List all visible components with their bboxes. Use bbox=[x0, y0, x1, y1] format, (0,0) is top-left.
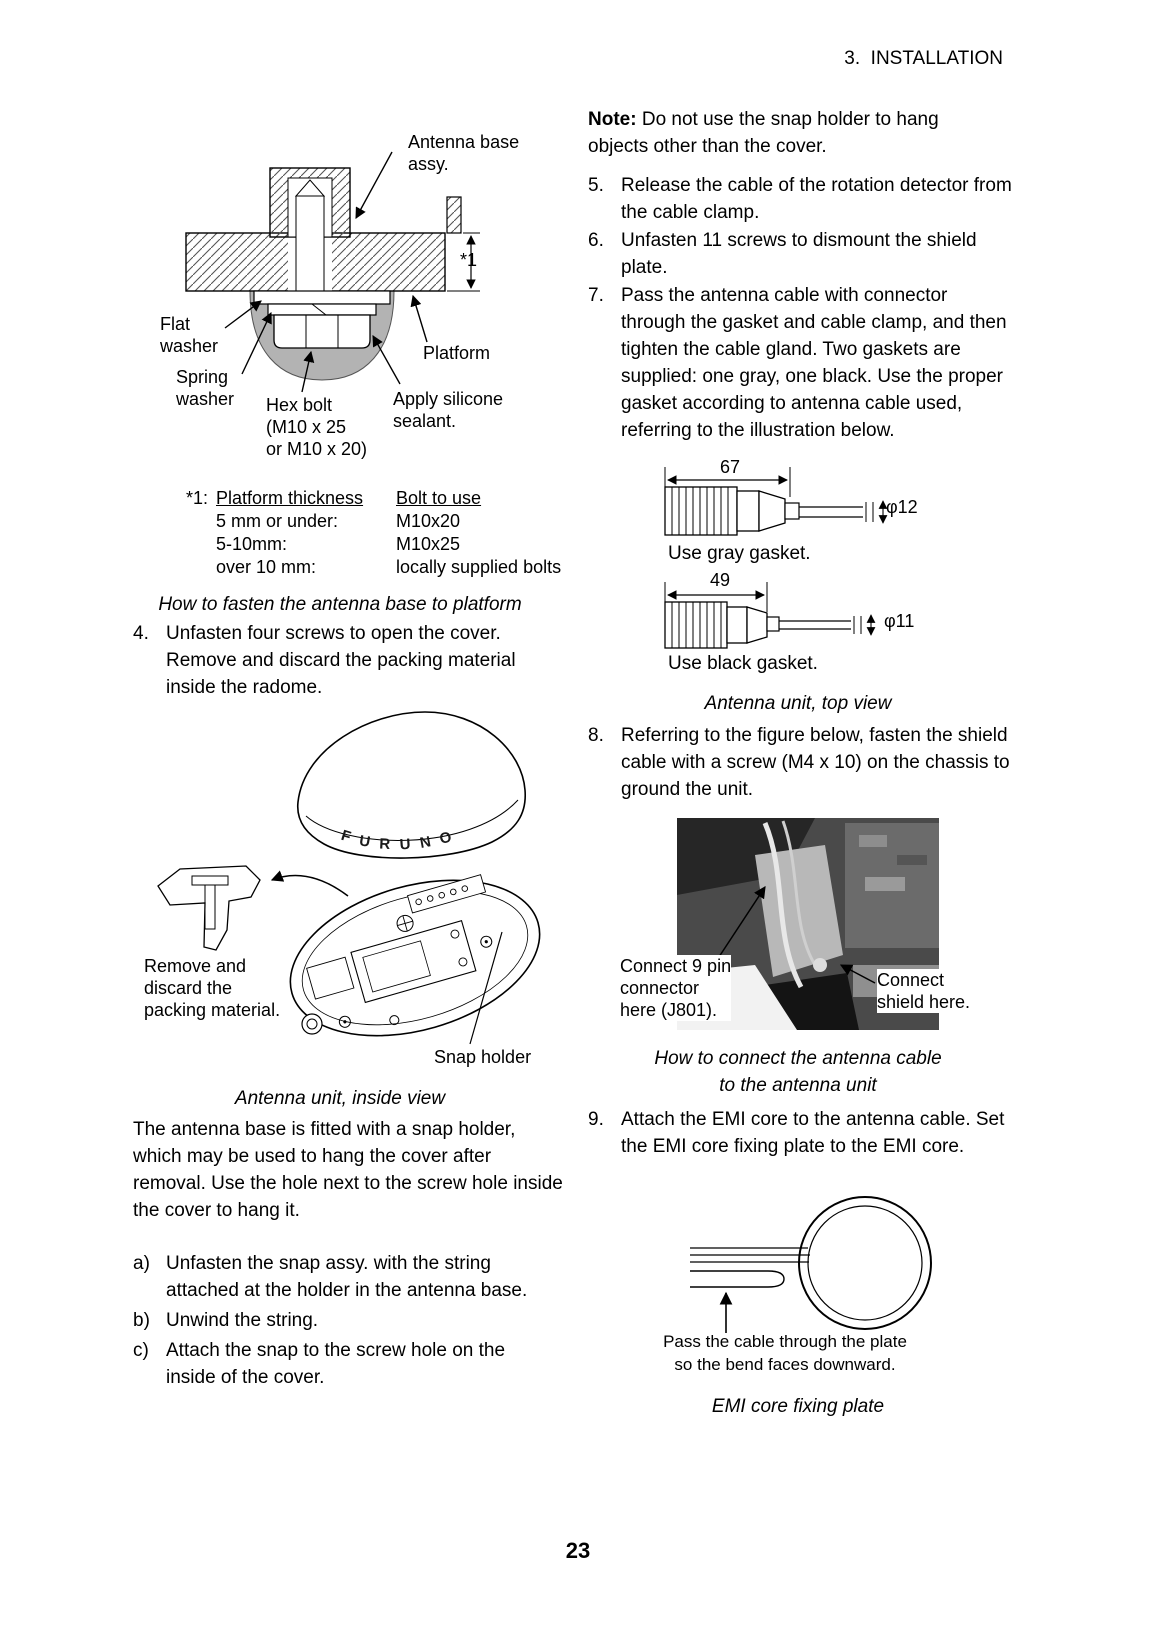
bolt-table-row2-bolt: M10x25 bbox=[396, 534, 461, 554]
substeps-list: a) Unfasten the snap assy. with the stri… bbox=[133, 1250, 563, 1391]
radome-cover-shape bbox=[297, 711, 526, 859]
steps-5-7: 5. Release the cable of the rotation det… bbox=[588, 172, 1018, 444]
page-header: 3. INSTALLATION bbox=[844, 48, 1003, 69]
note-text: Do not use the snap holder to hang objec… bbox=[588, 109, 939, 157]
bolt-table-row1-bolt: M10x20 bbox=[396, 511, 461, 531]
dim-67-label: 67 bbox=[719, 457, 741, 477]
bolt-table-row2-thickness: 5-10mm: bbox=[216, 534, 288, 554]
hex-bolt-shape bbox=[273, 314, 371, 349]
shield-arrow bbox=[839, 964, 876, 984]
label-sealant: Apply silicone sealant. bbox=[393, 389, 504, 431]
step-8-number: 8. bbox=[588, 725, 604, 746]
step-9: 9. Attach the EMI core to the antenna ca… bbox=[588, 1106, 1018, 1160]
step-7: 7. Pass the antenna cable with connector… bbox=[588, 282, 1018, 444]
platform-arrow bbox=[410, 294, 428, 343]
substep-c-label: c) bbox=[133, 1340, 149, 1361]
substep-b-text: Unwind the string. bbox=[166, 1310, 319, 1331]
fig2-caption: Antenna unit, inside view bbox=[234, 1088, 446, 1109]
fig2-antenna-inside-diagram: FURUNO bbox=[157, 711, 541, 1045]
gray-gasket-connector-shape bbox=[664, 467, 888, 536]
step-8: 8. Referring to the figure below, fasten… bbox=[588, 722, 1018, 803]
page-number: 23 bbox=[565, 1538, 591, 1563]
flat-washer-arrow bbox=[224, 300, 262, 329]
fig3-caption: Antenna unit, top view bbox=[704, 693, 892, 714]
step-9-number: 9. bbox=[588, 1109, 604, 1130]
spring-washer-arrow bbox=[241, 311, 272, 375]
substep-a-text: Unfasten the snap assy. with the string … bbox=[166, 1253, 528, 1301]
label-snap-holder: Snap holder bbox=[434, 1047, 532, 1067]
bolt-table-ref: *1: bbox=[186, 488, 209, 508]
fig4-caption: How to connect the antenna cable to the … bbox=[654, 1048, 942, 1096]
step-6: 6. Unfasten 11 screws to dismount the sh… bbox=[588, 227, 1018, 281]
step-4-number: 4. bbox=[133, 623, 149, 644]
substep-b-label: b) bbox=[133, 1310, 150, 1331]
snap-holder-leader bbox=[469, 931, 503, 1045]
bolt-table-col2-header: Bolt to use bbox=[396, 488, 482, 508]
step-7-text: Pass the antenna cable with connector th… bbox=[621, 285, 1007, 441]
dim-49-label: 49 bbox=[709, 570, 731, 590]
removal-arrow bbox=[270, 870, 349, 897]
hex-bolt-arrow bbox=[301, 350, 315, 393]
snap-holder-paragraph: The antenna base is fitted with a snap h… bbox=[133, 1119, 563, 1221]
bolt-table-col1-header: Platform thickness bbox=[216, 488, 364, 508]
label-connect-9pin: Connect 9 pin connector here (J801). bbox=[620, 955, 732, 1021]
antenna-base-arrow bbox=[355, 151, 393, 219]
step-5: 5. Release the cable of the rotation det… bbox=[588, 172, 1018, 226]
bolt-table-row3-bolt: locally supplied bolts bbox=[396, 557, 562, 577]
fig3-gasket-diagram bbox=[664, 467, 888, 649]
wall-section-shape bbox=[446, 196, 462, 234]
cable-gland-shape bbox=[301, 1013, 323, 1035]
spring-washer-shape bbox=[267, 303, 377, 316]
note-block: Note: Do not use the snap holder to hang… bbox=[588, 106, 988, 160]
step-5-text: Release the cable of the rotation detect… bbox=[621, 175, 1012, 223]
bolt-shaft-shape bbox=[295, 195, 325, 294]
bolt-table-row1-thickness: 5 mm or under: bbox=[216, 511, 339, 531]
antenna-base-assembly-shape bbox=[289, 874, 541, 1037]
fig1-antenna-base-diagram bbox=[185, 151, 480, 393]
substep-c-text: Attach the snap to the screw hole on the… bbox=[166, 1340, 506, 1388]
label-hex-bolt: Hex bolt (M10 x 25 or M10 x 20) bbox=[266, 395, 368, 459]
label-antenna-base: Antenna base assy. bbox=[408, 132, 520, 174]
step-4-text: Unfasten four screws to open the cover. … bbox=[166, 623, 516, 698]
dia-11-label: φ11 bbox=[884, 611, 915, 631]
fixing-plate-shape bbox=[690, 1270, 785, 1288]
substep-a: a) Unfasten the snap assy. with the stri… bbox=[133, 1250, 563, 1304]
fig5-emi-core-diagram bbox=[690, 1196, 932, 1333]
label-platform: Platform bbox=[423, 343, 491, 363]
emi-note: Pass the cable through the plate so the … bbox=[663, 1332, 907, 1374]
substep-c: c) Attach the snap to the screw hole on … bbox=[133, 1337, 563, 1391]
radome-rim-line bbox=[305, 799, 519, 841]
label-connect-shield: Connect shield here. bbox=[877, 969, 971, 1013]
emi-core-ring-shape bbox=[798, 1196, 932, 1330]
step-4: 4. Unfasten four screws to open the cove… bbox=[133, 620, 563, 701]
gray-gasket-caption: Use gray gasket. bbox=[668, 543, 811, 564]
step-8-text: Referring to the figure below, fasten th… bbox=[621, 725, 1010, 800]
black-gasket-connector-shape bbox=[664, 582, 876, 649]
flat-washer-shape bbox=[253, 290, 391, 305]
black-gasket-caption: Use black gasket. bbox=[668, 653, 818, 674]
label-flat-washer: Flat washer bbox=[160, 314, 219, 356]
substep-b: b) Unwind the string. bbox=[133, 1307, 563, 1334]
bolt-table-row3-thickness: over 10 mm: bbox=[216, 557, 317, 577]
step-6-text: Unfasten 11 screws to dismount the shiel… bbox=[621, 230, 977, 278]
sealant-arrow bbox=[372, 335, 401, 385]
step-9-text: Attach the EMI core to the antenna cable… bbox=[621, 1109, 1005, 1157]
connector-arrow bbox=[714, 885, 766, 964]
step-5-number: 5. bbox=[588, 175, 604, 196]
note-label: Note: bbox=[588, 109, 637, 130]
label-spring-washer: Spring washer bbox=[176, 367, 235, 409]
step-7-number: 7. bbox=[588, 285, 604, 306]
packing-material-shape bbox=[157, 865, 261, 951]
dia-12-label: φ12 bbox=[886, 497, 918, 517]
fig1-caption: How to fasten the antenna base to platfo… bbox=[158, 594, 522, 615]
label-ref-1: *1 bbox=[460, 250, 478, 270]
fig5-caption: EMI core fixing plate bbox=[711, 1396, 885, 1417]
substep-a-label: a) bbox=[133, 1253, 150, 1274]
step-6-number: 6. bbox=[588, 230, 604, 251]
label-remove-packing: Remove and discard the packing material. bbox=[144, 956, 281, 1020]
